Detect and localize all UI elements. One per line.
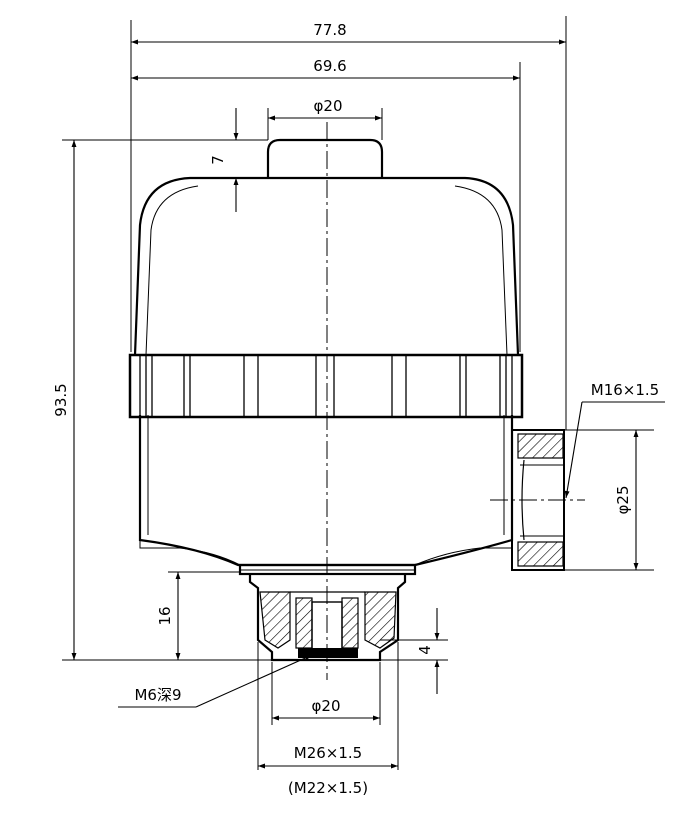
label-side-port-diameter: φ25 [614, 486, 632, 515]
ribbed-band [128, 353, 524, 419]
label-center-hole: M6深9 [134, 686, 181, 704]
label-recess-depth: 4 [416, 645, 434, 655]
bottom-section [259, 591, 397, 658]
label-top-boss-height: 7 [209, 155, 227, 165]
label-bottom-thread-alt: (M22×1.5) [288, 779, 368, 797]
bottom-fitting [248, 574, 407, 662]
label-overall-height: 93.5 [52, 383, 70, 416]
lower-housing [138, 415, 514, 567]
label-body-width: 69.6 [313, 57, 346, 75]
label-bottom-thread: M26×1.5 [294, 744, 362, 762]
upper-housing [133, 176, 520, 356]
dimension-labels: 77.8 69.6 φ20 7 93.5 M16×1.5 φ25 16 4 M6… [52, 21, 659, 797]
label-overall-width: 77.8 [313, 21, 346, 39]
label-bottom-fitting-height: 16 [156, 606, 174, 625]
label-side-thread: M16×1.5 [591, 381, 659, 399]
label-top-boss-diameter: φ20 [314, 97, 343, 115]
top-boss [266, 138, 384, 178]
housing-inner-lines [139, 185, 513, 571]
center-lines [326, 122, 585, 680]
extension-lines [62, 16, 654, 770]
label-bottom-diameter: φ20 [312, 697, 341, 715]
dimension-lines [71, 39, 665, 769]
